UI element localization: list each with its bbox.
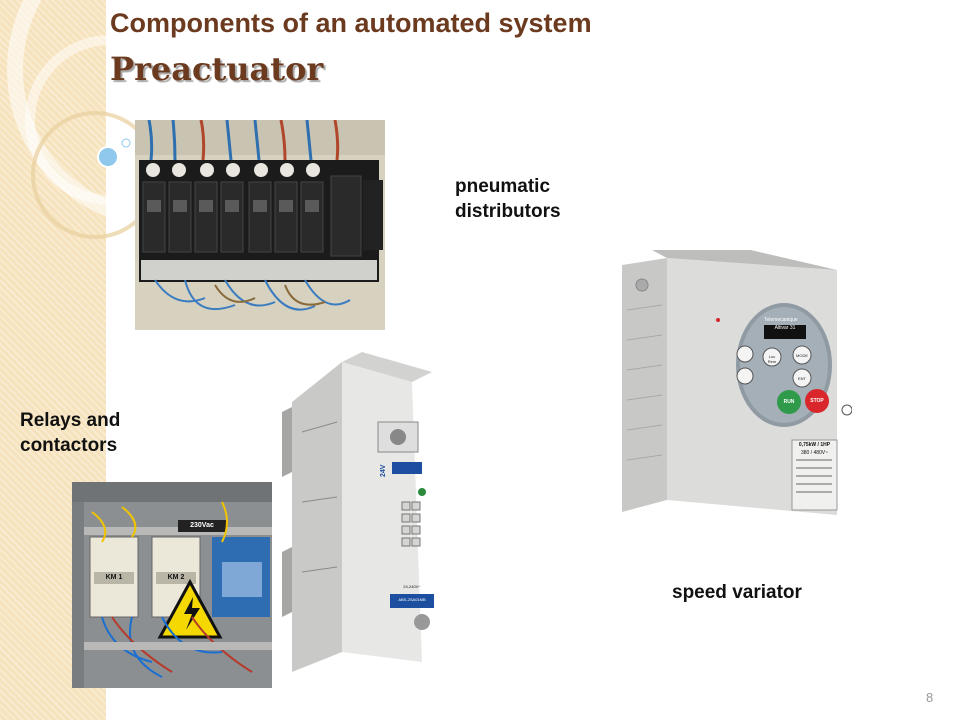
pneumatic-label-line1: pneumatic — [455, 176, 551, 197]
relay-ref-text: ABS-2SA01MB — [398, 597, 426, 602]
slide-number: 8 — [926, 690, 934, 705]
variator-brand-text: Telemecanique — [764, 317, 798, 323]
relay-module-photo: 24V 24-240V~ ABS-2SA01MB — [282, 352, 438, 676]
speed-variator-photo: Telemecanique Altivar 31 Loc Rem MODE EN… — [612, 250, 852, 535]
variator-loc-rem-label: Loc Rem — [767, 354, 777, 364]
cabinet-voltage-text: 230Vac — [190, 522, 214, 529]
slide-title: Components of an automated system — [110, 8, 592, 38]
speed-variator-label: speed variator — [672, 582, 802, 603]
contactors-cabinet-photo: 230Vac KM 1 KM 2 — [72, 482, 272, 688]
pneumatic-label-line2: distributors — [455, 201, 561, 223]
pneumatic-distributors-label: pneumatic distributors — [455, 174, 561, 224]
relay-range-text: 24-240V~ — [403, 584, 421, 589]
km1-label: KM 1 — [105, 574, 123, 581]
variator-rating-text: 0,75kW / 1HP — [798, 442, 831, 448]
band-edge — [106, 0, 110, 720]
relays-label-line2: contactors — [20, 435, 118, 457]
relays-contactors-label: Relays and contactors — [20, 408, 120, 458]
km2-label: KM 2 — [167, 574, 185, 581]
variator-voltage-text: 380 / 480V~ — [800, 450, 829, 456]
variator-mode-label: MODE — [796, 353, 808, 358]
variator-stop-label: STOP — [810, 398, 824, 404]
deco-bubble-large — [97, 146, 119, 168]
variator-run-label: RUN — [783, 399, 795, 405]
pneumatic-distributors-photo — [135, 120, 385, 330]
slide-subtitle: Preactuator — [110, 50, 324, 88]
variator-ent-label: ENT — [798, 376, 806, 381]
relays-label-line1: Relays and — [20, 410, 121, 431]
variator-model-text: Altivar 31 — [774, 325, 796, 331]
relay-24v-text: 24V — [380, 464, 387, 477]
deco-bubble-small — [121, 138, 131, 148]
